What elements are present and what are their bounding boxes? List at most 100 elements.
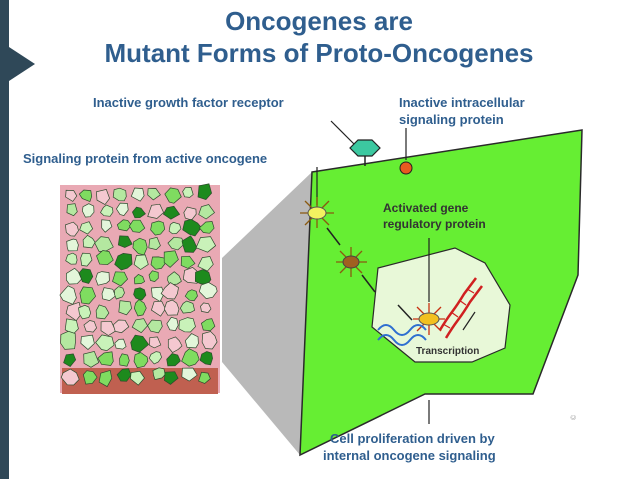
tissue-cell: [112, 319, 130, 334]
tissue-cell: [100, 320, 117, 336]
tissue-cell: [117, 235, 133, 248]
tissue-cell: [179, 300, 196, 314]
receptor-icon: [349, 139, 381, 166]
tissue-cell: [148, 236, 161, 250]
tissue-cell: [119, 353, 130, 367]
tissue-cell: [133, 299, 147, 317]
tissue-cell: [201, 331, 218, 350]
tissue-cell: [97, 351, 114, 366]
tissue-cell: [112, 187, 127, 202]
signal-arrow-1: [326, 227, 341, 246]
tissue-cell: [65, 252, 78, 265]
tissue-cell: [112, 271, 129, 287]
transcription-mark: [462, 311, 476, 331]
tissue-cell: [83, 320, 97, 333]
inactive-receptor-label: Inactive growth factor receptor: [93, 95, 284, 110]
oncogene-protein-icon: [300, 197, 334, 228]
tissue-cell: [164, 371, 179, 385]
tissue-cell: [116, 219, 132, 232]
tissue-cell: [131, 318, 149, 334]
tissue-cell: [65, 301, 83, 322]
tissue-cell: [160, 282, 179, 300]
tissue-cell: [96, 250, 114, 266]
tissue-cell: [182, 219, 202, 237]
activated-signaling-protein-icon: [336, 247, 367, 277]
signal-arrow-3: [397, 304, 413, 321]
signaling-oncogene-label: Signaling protein from active oncogene: [23, 151, 268, 166]
tissue-cell: [162, 205, 181, 220]
tissue-cell: [200, 318, 216, 332]
tissue-cell: [101, 287, 116, 301]
tissue-cell: [133, 254, 149, 270]
tissue-cell: [184, 333, 199, 349]
tissue-cell: [148, 351, 162, 365]
tissue-cell: [95, 304, 110, 320]
tissue-cell: [66, 238, 79, 252]
tissue-cell: [66, 203, 78, 217]
tissue-cell: [133, 273, 146, 285]
tissue-cell: [130, 370, 145, 386]
tissue-cell: [65, 189, 78, 202]
tissue-cell: [147, 319, 163, 334]
tissue-cell: [149, 336, 162, 349]
tissue-cell: [166, 316, 179, 331]
tissue-cell: [66, 267, 82, 285]
receptor-leader-line: [330, 120, 359, 149]
tissue-cell: [163, 299, 180, 316]
tissue-cell: [181, 367, 198, 382]
tissue-cell: [150, 220, 166, 236]
inactive-protein-icon: [399, 161, 413, 175]
tissue-cell: [114, 286, 125, 300]
tissue-cell: [163, 250, 179, 268]
tissue-cell: [198, 282, 218, 299]
tissue-cell: [78, 268, 94, 284]
tissue-cell: [199, 351, 213, 366]
tissue-cell: [152, 367, 166, 381]
tissue-cell: [60, 330, 76, 350]
tissue-cell: [178, 317, 196, 333]
tissue-cell: [198, 204, 215, 220]
tissue-cell: [147, 203, 165, 219]
copyright-watermark: ©: [570, 414, 578, 420]
tissue-cell: [168, 221, 182, 235]
tissue-cell: [133, 352, 149, 369]
tissue-cell: [116, 368, 132, 382]
tissue-cell: [115, 202, 129, 217]
tissue-cell: [198, 371, 211, 384]
tissue-cells: [59, 183, 218, 388]
tissue-cell: [82, 234, 96, 249]
tissue-cell: [167, 236, 185, 251]
tissue-cell: [184, 289, 198, 302]
tissue-cell: [166, 353, 181, 367]
tissue-cell: [95, 334, 115, 351]
tissue-cell: [80, 334, 95, 350]
tissue-cell: [114, 253, 133, 271]
tissue-cell: [130, 187, 145, 202]
tissue-cell: [63, 353, 77, 367]
tissue-cell: [60, 368, 80, 386]
title-line-1: Oncogenes are: [225, 6, 413, 36]
tissue-cell: [100, 204, 114, 217]
activated-gene-label-2: regulatory protein: [383, 217, 486, 231]
tissue-cell: [197, 183, 212, 201]
tissue-cell: [150, 256, 166, 270]
tissue-cell: [79, 221, 94, 235]
tissue-cell: [130, 334, 150, 353]
tissue-cell: [200, 302, 212, 313]
tissue-cell: [164, 187, 182, 204]
gene-regulatory-protein-icon: [413, 303, 445, 335]
tissue-cell: [80, 252, 93, 267]
corner-triangle-decoration: [9, 47, 35, 81]
inactive-intracellular-label-1: Inactive intracellular: [399, 95, 525, 110]
tissue-cell: [198, 221, 215, 234]
activated-gene-label-1: Activated gene: [383, 201, 469, 215]
title-line-2: Mutant Forms of Proto-Oncogenes: [104, 38, 534, 68]
tissue-cell: [83, 350, 100, 368]
tissue-cell: [148, 270, 159, 282]
tissue-cell: [132, 237, 148, 256]
tissue-cell: [79, 286, 97, 305]
tissue-cell: [96, 188, 110, 206]
tissue-cell: [150, 300, 166, 317]
tissue-cell: [128, 219, 146, 233]
left-accent-bar: [0, 0, 9, 479]
